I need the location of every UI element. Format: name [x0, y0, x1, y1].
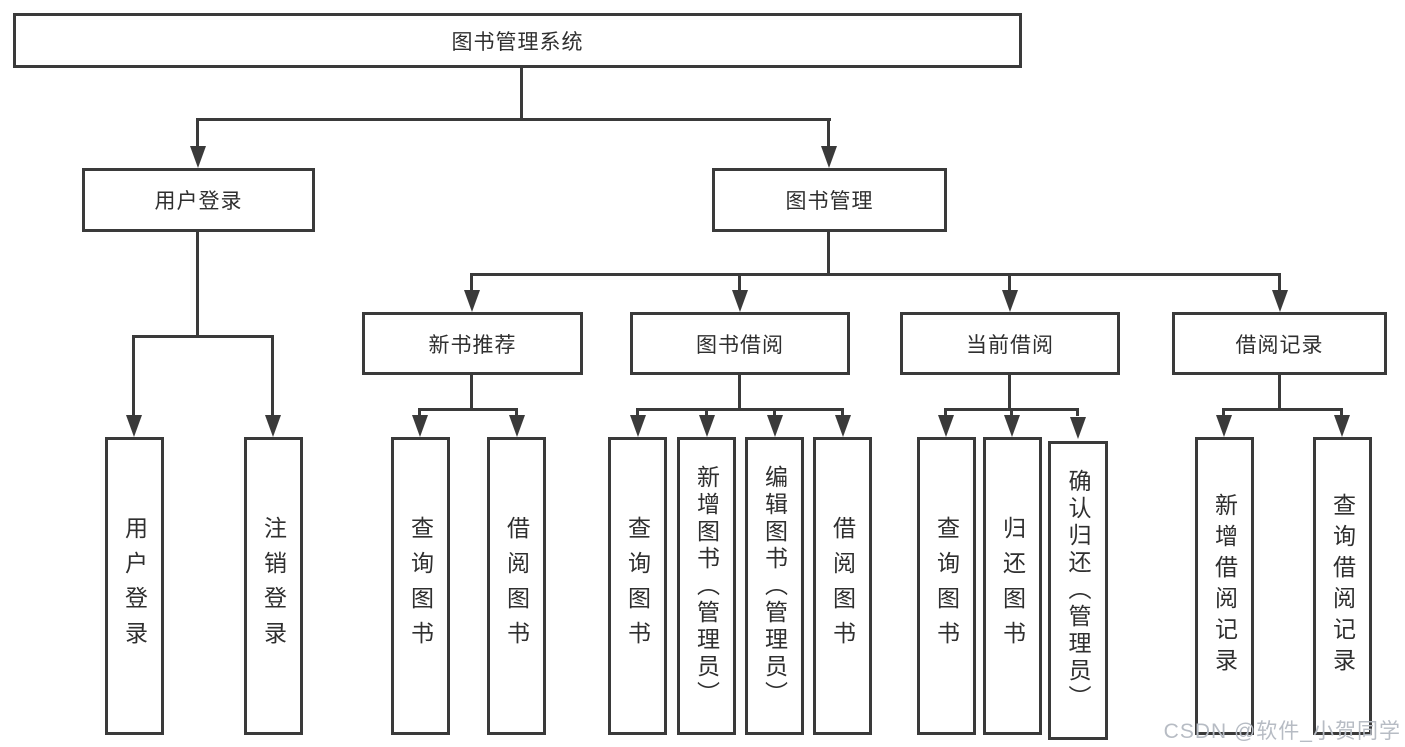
connector-drop-g3-1	[636, 408, 639, 416]
arrowhead-new-books	[464, 290, 480, 312]
arrowhead-book-borrow	[732, 290, 748, 312]
arrowhead-g4-1	[938, 415, 954, 437]
leaf-user-login: 用户登录	[105, 437, 164, 735]
connector-level3-branch	[471, 273, 1281, 276]
connector-drop-g5-1	[1222, 408, 1225, 416]
leaf-edit-book-admin: 编辑图书（管理员）	[745, 437, 804, 735]
connector-drop-g3-3	[773, 408, 776, 416]
connector-root-branch	[197, 118, 831, 121]
connector-drop-current-borrow	[1008, 273, 1011, 290]
connector-drop-g3-4	[841, 408, 844, 416]
node-book-borrow: 图书借阅	[630, 312, 850, 375]
connector-borrow-records-branch	[1223, 408, 1343, 411]
leaf-query-books-current: 查询图书	[917, 437, 976, 735]
leaf-borrow-books-newbooks: 借阅图书	[487, 437, 546, 735]
connector-book-mgmt-stem	[827, 232, 830, 273]
connector-borrow-records-stem	[1278, 375, 1281, 408]
connector-book-borrow-branch	[637, 408, 844, 411]
arrowhead-g4-2	[1004, 415, 1020, 437]
arrowhead-g3-2	[699, 415, 715, 437]
connector-drop-g4-2	[1010, 408, 1013, 416]
leaf-confirm-return-admin: 确认归还（管理员）	[1048, 441, 1108, 740]
arrowhead-g3-3	[767, 415, 783, 437]
leaf-add-book-admin: 新增图书（管理员）	[677, 437, 736, 735]
arrowhead-g3-4	[835, 415, 851, 437]
connector-book-borrow-stem	[738, 375, 741, 408]
node-current-borrow: 当前借阅	[900, 312, 1120, 375]
connector-root-stem	[520, 68, 523, 118]
connector-current-borrow-stem	[1008, 375, 1011, 408]
leaf-add-borrow-record: 新增借阅记录	[1195, 437, 1254, 735]
connector-drop-g2-2	[515, 408, 518, 416]
arrowhead-borrow-records	[1272, 290, 1288, 312]
connector-drop-g4-3	[1076, 408, 1079, 416]
leaf-query-books-newbooks: 查询图书	[391, 437, 450, 735]
leaf-logout: 注销登录	[244, 437, 303, 735]
connector-drop-book-borrow	[738, 273, 741, 290]
arrowhead-g5-2	[1334, 415, 1350, 437]
arrowhead-user-login	[190, 146, 206, 168]
arrowhead-g5-1	[1216, 415, 1232, 437]
node-borrow-records: 借阅记录	[1172, 312, 1387, 375]
arrowhead-g3-1	[630, 415, 646, 437]
leaf-return-books: 归还图书	[983, 437, 1042, 735]
connector-drop-borrow-records	[1278, 273, 1281, 290]
arrowhead-leaf-login	[126, 415, 142, 437]
connector-drop-new-books	[470, 273, 473, 290]
arrowhead-current-borrow	[1002, 290, 1018, 312]
connector-drop-leaf-logout	[271, 335, 274, 415]
connector-drop-g5-2	[1340, 408, 1343, 416]
arrowhead-book-mgmt	[821, 146, 837, 168]
connector-drop-g3-2	[705, 408, 708, 416]
connector-drop-leaf-login	[132, 335, 135, 415]
connector-drop-g2-1	[418, 408, 421, 416]
connector-new-books-branch	[419, 408, 517, 411]
arrowhead-g4-3	[1070, 417, 1086, 439]
arrowhead-g2-2	[509, 415, 525, 437]
connector-user-login-stem	[196, 232, 199, 335]
node-book-mgmt: 图书管理	[712, 168, 947, 232]
leaf-query-books-borrow: 查询图书	[608, 437, 667, 735]
arrowhead-leaf-logout	[265, 415, 281, 437]
node-new-books: 新书推荐	[362, 312, 583, 375]
leaf-query-borrow-record: 查询借阅记录	[1313, 437, 1372, 735]
connector-drop-g4-1	[944, 408, 947, 416]
leaf-borrow-books-borrow: 借阅图书	[813, 437, 872, 735]
connector-user-login-branch	[133, 335, 274, 338]
connector-drop-user-login	[196, 118, 199, 148]
node-root: 图书管理系统	[13, 13, 1022, 68]
csdn-watermark: CSDN @软件_小贺同学	[1163, 720, 1401, 743]
connector-new-books-stem	[470, 375, 473, 408]
connector-drop-book-mgmt	[827, 118, 830, 148]
node-user-login: 用户登录	[82, 168, 315, 232]
arrowhead-g2-1	[412, 415, 428, 437]
